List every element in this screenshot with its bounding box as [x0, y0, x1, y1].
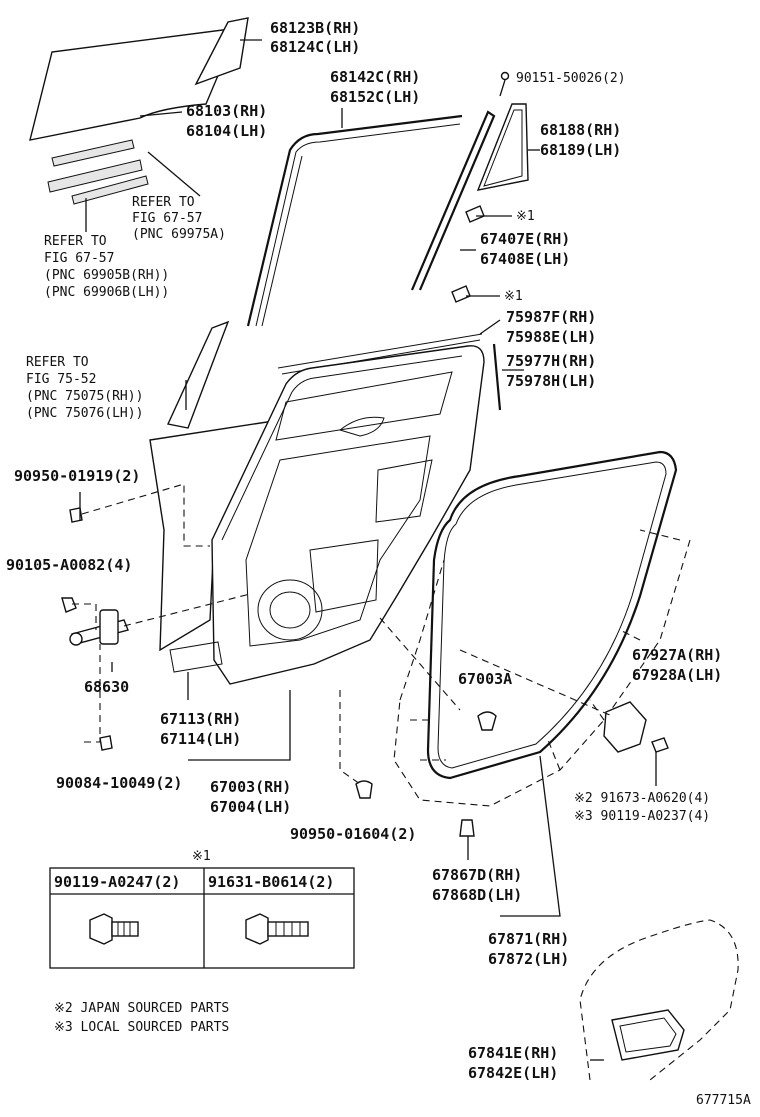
- door-check-drawing: [61, 507, 129, 751]
- label-refer-2-line1: REFER TO: [44, 234, 107, 249]
- label-68152c: 68152C(LH): [330, 88, 420, 106]
- bolt-table: ※1 90119-A0247(2) 91631-B0614(2): [49, 849, 355, 969]
- clip-drawings: [355, 711, 497, 837]
- label-refer-2-line2: FIG 67-57: [44, 251, 114, 266]
- door-glass-drawing: [29, 17, 249, 141]
- label-90151: 90151-50026(2): [516, 71, 626, 86]
- bolt-table-col1: 90119-A0247(2): [54, 873, 180, 891]
- label-refer-3-line2: FIG 75-52: [26, 372, 96, 387]
- label-67407e: 67407E(RH): [480, 230, 570, 248]
- label-67003a: 67003A: [458, 670, 512, 688]
- label-67003: 67003(RH): [210, 778, 291, 796]
- label-90084: 90084-10049(2): [56, 774, 182, 792]
- label-67928a: 67928A(LH): [632, 666, 722, 684]
- label-refer-1-line2: FIG 67-57: [132, 211, 202, 226]
- striker-drawing: [603, 701, 669, 753]
- label-67927a: 67927A(RH): [632, 646, 722, 664]
- label-75987f: 75987F(RH): [506, 308, 596, 326]
- label-90105: 90105-A0082(4): [6, 556, 132, 574]
- service-cover-drawing: [579, 919, 739, 1081]
- label-68630: 68630: [84, 678, 129, 696]
- glass-run-channel-drawing: [47, 139, 149, 205]
- label-mark1-lower: ※1: [504, 289, 523, 304]
- quarter-window-drawing: [410, 103, 529, 291]
- label-68123b: 68123B(RH): [270, 19, 360, 37]
- label-75988e: 75988E(LH): [506, 328, 596, 346]
- label-67868d: 67868D(LH): [432, 886, 522, 904]
- flange-bolt-icon: [89, 913, 139, 945]
- frame-weatherstrip-drawing: [246, 114, 463, 327]
- label-refer-1-line1: REFER TO: [132, 195, 195, 210]
- label-67871: 67871(RH): [488, 930, 569, 948]
- figure-id: 677715A: [696, 1093, 751, 1108]
- note-local-sourced: ※3 LOCAL SOURCED PARTS: [54, 1020, 229, 1035]
- note-japan-sourced: ※2 JAPAN SOURCED PARTS: [54, 1001, 229, 1016]
- label-refer-1-line3: (PNC 69975A): [132, 227, 226, 242]
- label-91673: ※2 91673-A0620(4): [574, 791, 710, 806]
- leader-lines: [72, 39, 657, 1061]
- label-68189: 68189(LH): [540, 141, 621, 159]
- label-90950-01604: 90950-01604(2): [290, 825, 416, 843]
- door-panel-drawing: [149, 345, 485, 685]
- part-labels: 68123B(RH) 68124C(LH) 68142C(RH) 68152C(…: [6, 19, 751, 1108]
- label-68103: 68103(RH): [186, 102, 267, 120]
- label-68142c: 68142C(RH): [330, 68, 420, 86]
- label-refer-3-line4: (PNC 75076(LH)): [26, 406, 143, 421]
- screw-drawings: [451, 71, 510, 303]
- label-67114: 67114(LH): [160, 730, 241, 748]
- label-mark1-upper: ※1: [516, 209, 535, 224]
- label-refer-2-line4: (PNC 69906B(LH)): [44, 285, 169, 300]
- bolt-table-mark: ※1: [192, 849, 211, 864]
- label-67872: 67872(LH): [488, 950, 569, 968]
- door-weatherstrip-drawing: [426, 450, 678, 780]
- label-67841e: 67841E(RH): [468, 1044, 558, 1062]
- label-67842e: 67842E(LH): [468, 1064, 558, 1082]
- label-refer-3-line1: REFER TO: [26, 355, 89, 370]
- flange-bolt-icon: [245, 913, 309, 945]
- label-90950-01919: 90950-01919(2): [14, 467, 140, 485]
- label-68104: 68104(LH): [186, 122, 267, 140]
- label-67867d: 67867D(RH): [432, 866, 522, 884]
- bolt-table-col2: 91631-B0614(2): [208, 873, 334, 891]
- label-67408e: 67408E(LH): [480, 250, 570, 268]
- label-68124c: 68124C(LH): [270, 38, 360, 56]
- label-75978h: 75978H(LH): [506, 372, 596, 390]
- label-90119-a0237: ※3 90119-A0237(4): [574, 809, 710, 824]
- label-67113: 67113(RH): [160, 710, 241, 728]
- label-68188: 68188(RH): [540, 121, 621, 139]
- label-refer-3-line3: (PNC 75075(RH)): [26, 389, 143, 404]
- label-refer-2-line3: (PNC 69905B(RH)): [44, 268, 169, 283]
- label-75977h: 75977H(RH): [506, 352, 596, 370]
- label-67004: 67004(LH): [210, 798, 291, 816]
